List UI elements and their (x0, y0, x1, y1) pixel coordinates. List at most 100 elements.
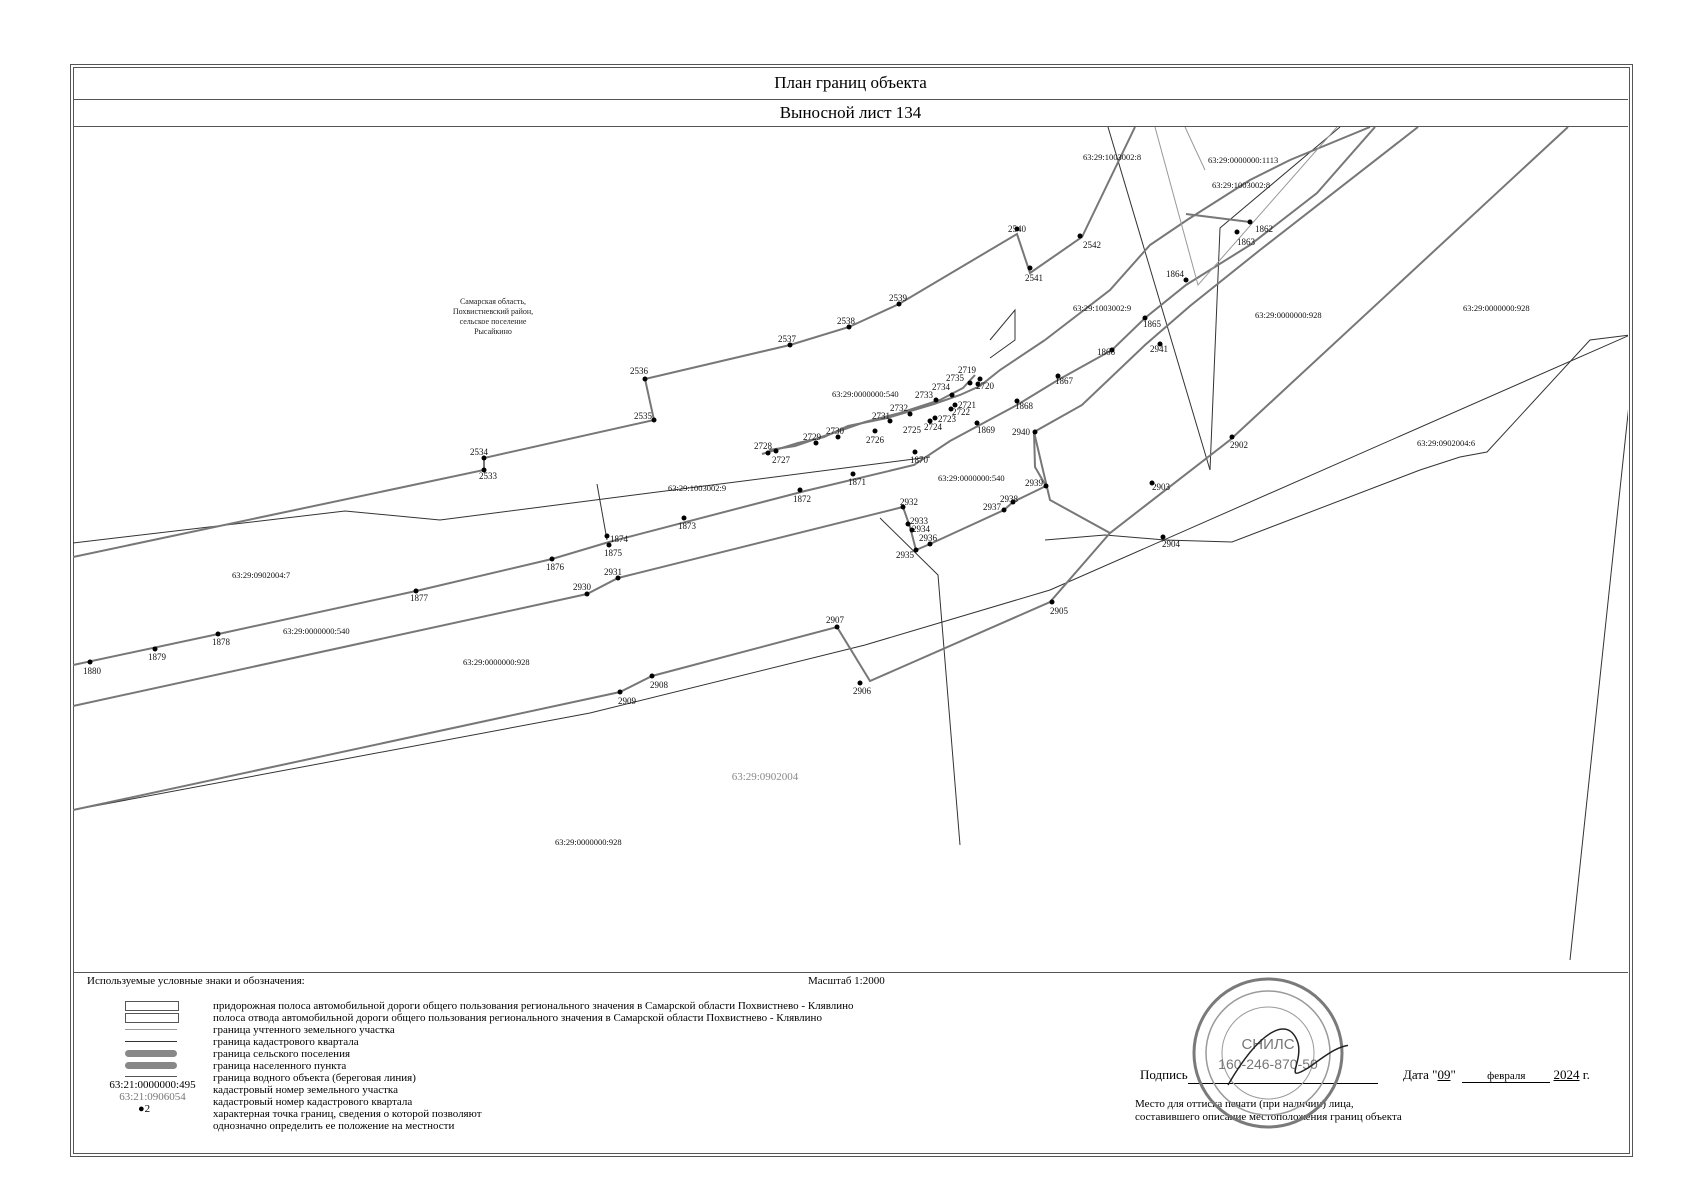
point-label: 1870 (910, 455, 929, 465)
legend-item: кадастровый номер земельного участка (213, 1084, 398, 1096)
legend-item: граница кадастрового квартала (213, 1036, 359, 1048)
legend-item: придорожная полоса автомобильной дороги … (213, 1000, 854, 1012)
parcel-label: 63:29:0000000:928 (1255, 310, 1322, 320)
date-year-suffix: г. (1582, 1067, 1590, 1082)
stamp-number: 160-246-870-50 (1218, 1056, 1318, 1072)
point-label: 2904 (1162, 539, 1181, 549)
point-label: 2719 (958, 365, 977, 375)
locality-boundary-symbol (125, 1062, 177, 1069)
scale-label: Масштаб 1:2000 (808, 975, 885, 987)
boundary-map[interactable]: Самарская область, Похвистневский район,… (73, 127, 1628, 973)
point-label: 2734 (932, 382, 951, 392)
legend-title: Используемые условные знаки и обозначени… (87, 975, 305, 987)
point-label: 1867 (1055, 376, 1074, 386)
point-label: 2728 (754, 441, 773, 451)
parcel-label: 63:29:1003002:9 (1073, 303, 1131, 313)
page-title: План границ объекта (73, 67, 1628, 100)
stamp-text: СНИЛС (1241, 1036, 1294, 1053)
point-label: 2730 (826, 426, 845, 436)
date-month: февраля (1462, 1070, 1551, 1083)
point-dot-icon: ● (138, 1103, 145, 1115)
point-label: 2729 (803, 432, 822, 442)
point-label: 2733 (915, 390, 934, 400)
point-label: 1874 (610, 534, 629, 544)
map-area[interactable]: Самарская область, Похвистневский район,… (73, 127, 1628, 973)
point-label: 2940 (1012, 427, 1031, 437)
point-label: 2534 (470, 447, 489, 457)
date-field: Дата "09" февраля 2024 г. (1403, 1067, 1590, 1083)
characteristic-points (87, 219, 1253, 695)
parcel-label: 63:29:0902004:6 (1417, 438, 1475, 448)
point-label: 2722 (952, 407, 970, 417)
point-label: 2541 (1025, 273, 1043, 283)
parcel-label: 63:29:0000000:540 (938, 473, 1005, 483)
stamp-note-line-2: составившего описание местоположения гра… (1135, 1111, 1402, 1123)
legend: Используемые условные знаки и обозначени… (73, 973, 1628, 1151)
point-label: 1864 (1166, 269, 1185, 279)
point-label: 1879 (148, 652, 167, 662)
point-label: 1862 (1255, 224, 1273, 234)
point-label: 2930 (573, 582, 592, 592)
inner-frame (73, 67, 1630, 1154)
point-label: 2721 (958, 400, 976, 410)
water-boundary-symbol (125, 1076, 177, 1077)
point-label: 2735 (946, 373, 965, 383)
point-label: 2540 (1008, 224, 1027, 234)
point-label: 2724 (924, 422, 943, 432)
point-label: 2723 (938, 414, 957, 424)
outer-frame (70, 64, 1633, 1157)
parcel-label: 63:29:0000000:928 (1463, 303, 1530, 313)
point-label: 2725 (903, 425, 922, 435)
quarter-label: 63:29:0902004 (732, 771, 799, 783)
parcel-label: 63:29:1003002:8 (1212, 180, 1270, 190)
settlement-boundary-symbol (125, 1050, 177, 1057)
legend-item: однозначно определить ее положение на ме… (213, 1120, 455, 1132)
point-label: 2536 (630, 366, 649, 376)
point-label: 1880 (83, 666, 102, 676)
signature-label: Подпись (1140, 1067, 1188, 1082)
sample-point-number: 2 (144, 1103, 151, 1115)
parcel-label: 63:29:1003002:8 (1083, 152, 1141, 162)
roadside-strip-symbol (125, 1001, 179, 1011)
point-label: 2941 (1150, 344, 1168, 354)
parcel-label: 63:29:0000000:928 (463, 657, 530, 667)
parcel-boundaries (73, 127, 1569, 811)
point-label: 2539 (889, 293, 908, 303)
point-label: 2538 (837, 316, 856, 326)
legend-item: граница населенного пункта (213, 1060, 347, 1072)
sample-point: ●2 (138, 1103, 168, 1115)
point-label: 2905 (1050, 606, 1069, 616)
point-label: 2542 (1083, 240, 1101, 250)
quarter-boundary-symbol (125, 1041, 177, 1042)
point-label: 1863 (1237, 237, 1256, 247)
parcel-label: 63:29:0000000:1113 (1208, 155, 1278, 165)
point-label: 1877 (410, 593, 429, 603)
point-label: 2907 (826, 615, 845, 625)
point-label: 2727 (772, 455, 791, 465)
point-label: 2726 (866, 435, 885, 445)
point-label: 2934 (912, 524, 931, 534)
point-label: 2903 (1152, 482, 1171, 492)
parcel-boundary-symbol (125, 1029, 177, 1030)
stamp-seal-icon: СНИЛС 160-246-870-50 (1192, 977, 1348, 1129)
point-label: 2731 (872, 411, 890, 421)
parcel-label: 63:29:0000000:540 (832, 389, 899, 399)
region-label-1: Самарская область, (460, 297, 526, 306)
point-label: 2935 (896, 550, 915, 560)
date-day: 09 (1437, 1067, 1451, 1082)
point-label: 2939 (1025, 478, 1044, 488)
point-label: 2535 (634, 411, 653, 421)
legend-item: характерная точка границ, сведения о кот… (213, 1108, 482, 1120)
point-label: 1868 (1015, 401, 1034, 411)
signature-line[interactable] (1188, 1083, 1378, 1084)
right-of-way-symbol (125, 1013, 179, 1023)
sample-quarter-number: 63:21:0906054 (119, 1091, 186, 1103)
point-label: 2937 (983, 502, 1002, 512)
region-label-4: Рысайкино (474, 327, 512, 336)
sample-parcel-number: 63:21:0000000:495 (109, 1079, 196, 1091)
point-label: 1878 (212, 637, 231, 647)
legend-item: граница сельского поселения (213, 1048, 351, 1060)
quarter-boundaries (73, 127, 1628, 961)
point-label: 2720 (976, 381, 995, 391)
point-label: 2938 (1000, 494, 1019, 504)
